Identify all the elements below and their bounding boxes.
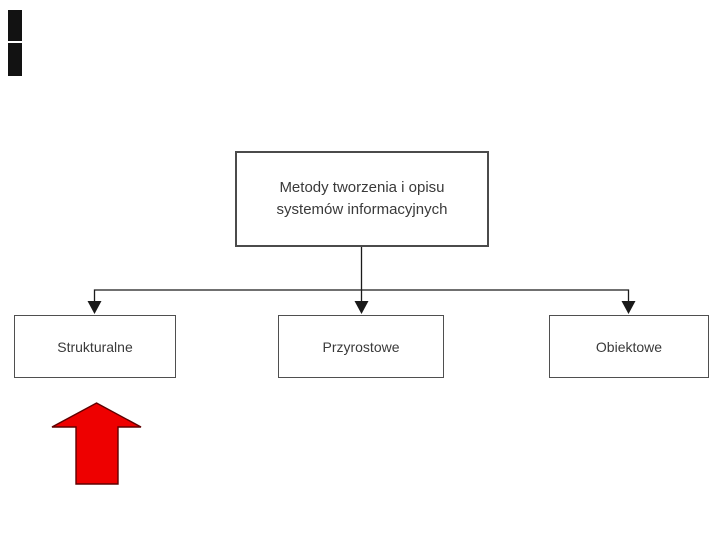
arrowhead-right-icon — [621, 301, 636, 314]
corner-mark-bottom — [8, 43, 22, 76]
corner-mark-top — [8, 10, 22, 41]
diagram-node-strukturalne: Strukturalne — [14, 315, 176, 378]
node-label: Obiektowe — [595, 338, 663, 355]
diagram-node-obiektowe: Obiektowe — [549, 315, 709, 378]
node-label: Strukturalne — [57, 338, 133, 355]
arrowhead-left-icon — [87, 301, 102, 314]
arrowhead-middle-icon — [354, 301, 369, 314]
root-node-label-line2: systemów informacyjnych — [276, 201, 448, 218]
root-node-label-line1: Metody tworzenia i opisu — [279, 178, 445, 196]
node-label: Przyrostowe — [322, 338, 400, 355]
diagram-node-root: Metody tworzenia i opisu systemów inform… — [235, 151, 489, 247]
red-up-arrow-icon — [51, 402, 142, 485]
root-node-label: Metody tworzenia i opisu systemów inform… — [277, 177, 448, 222]
diagram-node-przyrostowe: Przyrostowe — [278, 315, 444, 378]
